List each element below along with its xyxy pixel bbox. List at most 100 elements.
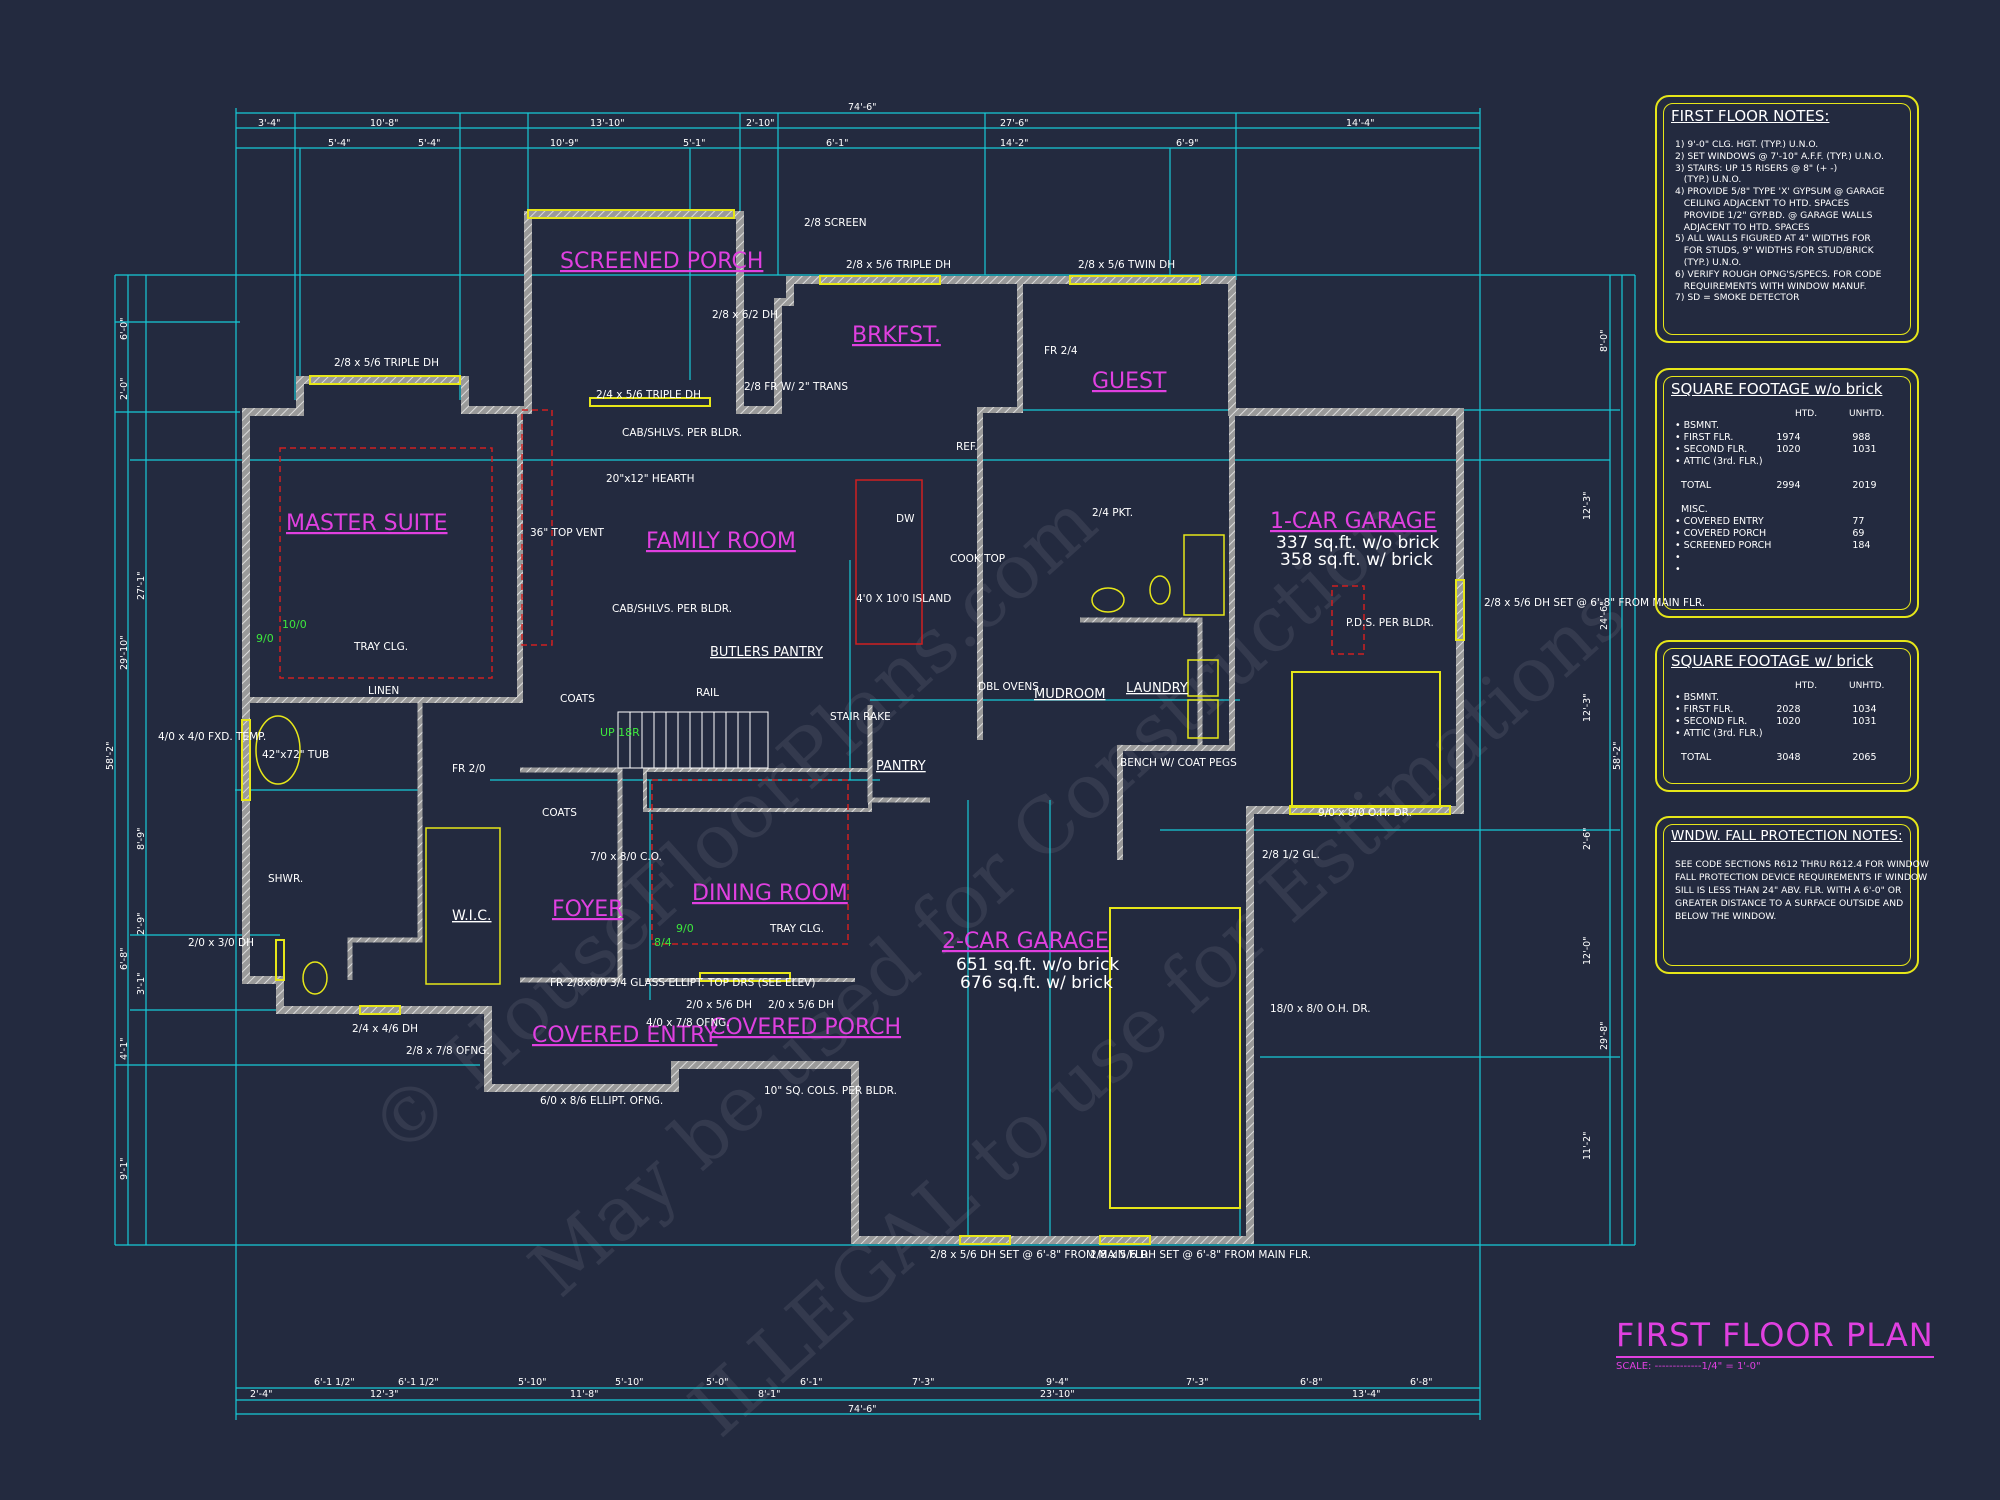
sqft-with-brick-panel: SQUARE FOOTAGE w/ brick HTD. UNHTD. • BSM… xyxy=(1655,640,1919,792)
sqft-row: • xyxy=(1675,564,1903,576)
label-dw: DW xyxy=(896,513,915,525)
label-dh-master-bath: 2/0 x 3/0 DH xyxy=(188,937,254,949)
sqft-cell-htd xyxy=(1776,740,1852,752)
dim-left-3: 27'-1" xyxy=(136,571,147,600)
label-cook-top: COOK TOP xyxy=(950,553,1005,565)
room-wic: W.I.C. xyxy=(452,908,492,924)
label-ref: REF. xyxy=(956,441,978,453)
note-line: 1) 9'-0" CLG. HGT. (TYP.) U.N.O. xyxy=(1675,139,1819,150)
dim-top-3: 13'-10" xyxy=(590,118,625,129)
dim-overall-bottom: 74'-6" xyxy=(848,1404,877,1415)
label-cab-shlvs-2: CAB/SHLVS. PER BLDR. xyxy=(612,603,732,615)
label-fr-trans: 2/8 FR W/ 2" TRANS xyxy=(744,381,848,393)
bath-fixtures xyxy=(255,534,1225,995)
sqft-cell-unhtd: 988 xyxy=(1852,432,1871,443)
room-family-room: FAMILY ROOM xyxy=(646,529,796,554)
label-fxd-temp: 4/0 x 4/0 FXD. TEMP. xyxy=(158,731,266,743)
sqft-cell-htd: 2994 xyxy=(1776,480,1801,491)
dim-bottom-3: 5'-10" xyxy=(518,1377,547,1388)
sqft-cell-htd xyxy=(1776,692,1852,704)
dim-right-2: 12'-3" xyxy=(1582,491,1593,520)
dim-top-1: 3'-4" xyxy=(258,118,281,129)
sqft-row: • COVERED ENTRY 77 xyxy=(1675,516,1903,528)
dim-left-4: 29'-10" xyxy=(119,635,130,670)
panel-inner-border xyxy=(1663,103,1911,335)
note-line: FOR STUDS, 9" WIDTHS FOR STUD/BRICK xyxy=(1675,245,1874,257)
sqft-cell-unhtd xyxy=(1852,740,1903,752)
label-pkt: 2/4 PKT. xyxy=(1092,507,1133,519)
sqft-cell-htd xyxy=(1776,528,1852,540)
room-pantry: PANTRY xyxy=(876,759,926,774)
sqft-cell-label: MISC. xyxy=(1675,504,1708,515)
label-fr-2-0: FR 2/0 xyxy=(452,763,486,775)
sqft-row: • BSMNT. xyxy=(1675,692,1903,704)
dim-bottom-9: 7'-3" xyxy=(1186,1377,1209,1388)
dim-bottom-11: 6'-8" xyxy=(1410,1377,1433,1388)
sqft-cell-unhtd xyxy=(1852,728,1903,740)
sqft-cell-label: • COVERED ENTRY xyxy=(1675,516,1764,527)
sqft-cell-label: • SECOND FLR. xyxy=(1675,444,1748,455)
label-dh-bottom-2: 2/8 x 5/6 DH SET @ 6'-8" FROM MAIN FLR. xyxy=(1090,1249,1311,1261)
sqft-cell-htd xyxy=(1776,420,1852,432)
col-htd: HTD. xyxy=(1795,681,1818,691)
panel-inner-border xyxy=(1663,824,1911,966)
label-co-dining: 7/0 x 8/0 C.O. xyxy=(590,851,662,863)
sqft-row: • ATTIC (3rd. FLR.) xyxy=(1675,456,1903,468)
sqft-without-brick-title: SQUARE FOOTAGE w/o brick xyxy=(1671,380,1883,398)
dim-bottom2-1: 2'-4" xyxy=(250,1389,273,1400)
sqft-cell-unhtd: 184 xyxy=(1852,540,1871,551)
sqft-cell-unhtd xyxy=(1852,692,1903,704)
room-covered-entry: COVERED ENTRY xyxy=(532,1023,718,1048)
one-car-garage-area-2: 358 sq.ft. w/ brick xyxy=(1280,550,1433,570)
label-coats-1: COATS xyxy=(560,693,595,705)
label-sd-9: 9/0 xyxy=(256,632,274,645)
dim-right-1: 8'-0" xyxy=(1599,330,1610,353)
windows xyxy=(241,209,1465,1245)
label-fr-2-4: FR 2/4 xyxy=(1044,345,1078,357)
sqft-row xyxy=(1675,740,1903,752)
sqft-cell-unhtd xyxy=(1852,504,1903,516)
label-cab-shlvs-1: CAB/SHLVS. PER BLDR. xyxy=(622,427,742,439)
sqft-cell-htd xyxy=(1776,540,1852,552)
label-oh-dr-2: 18/0 x 8/0 O.H. DR. xyxy=(1270,1003,1371,1015)
dim-bottom-10: 6'-8" xyxy=(1300,1377,1323,1388)
sqft-cell-htd xyxy=(1776,504,1852,516)
label-triple-dh-top: 2/8 x 5/6 TRIPLE DH xyxy=(846,259,951,271)
label-stair-rake: STAIR RAKE xyxy=(830,711,891,723)
label-island: 4'0 X 10'0 ISLAND xyxy=(856,593,951,605)
dim-top2-1: 5'-4" xyxy=(328,138,351,149)
sqft-cell-htd xyxy=(1776,468,1852,480)
note-line: 2) SET WINDOWS @ 7'-10" A.F.F. (TYP.) U.… xyxy=(1675,150,1884,162)
sqft-cell-unhtd xyxy=(1852,552,1903,564)
label-triple-dh-porch: 2/4 x 5/6 TRIPLE DH xyxy=(596,389,701,401)
fall-note-line: SILL IS LESS THAN 24" ABV. FLR. WITH A 6… xyxy=(1675,885,1902,896)
sqft-cell-unhtd: 77 xyxy=(1852,516,1865,527)
one-car-garage-area-1: 337 sq.ft. w/o brick xyxy=(1276,533,1439,553)
sqft-cell-label: • ATTIC (3rd. FLR.) xyxy=(1675,456,1763,467)
sqft-cell-label: • xyxy=(1675,564,1681,575)
first-floor-notes-title: FIRST FLOOR NOTES: xyxy=(1671,107,1830,125)
dim-bottom-2: 6'-1 1/2" xyxy=(398,1377,439,1388)
fall-note-line: BELOW THE WINDOW. xyxy=(1675,911,1777,922)
note-line: PROVIDE 1/2" GYP.BD. @ GARAGE WALLS xyxy=(1675,209,1873,221)
dim-right-6: 12'-0" xyxy=(1582,936,1593,965)
fall-note-line: SEE CODE SECTIONS R612 THRU R612.4 FOR W… xyxy=(1675,859,1929,870)
dim-top-5: 27'-6" xyxy=(1000,118,1029,129)
col-unhtd: UNHTD. xyxy=(1849,681,1885,691)
note-line: ADJACENT TO HTD. SPACES xyxy=(1675,221,1810,233)
sqft-with-brick-title: SQUARE FOOTAGE w/ brick xyxy=(1671,652,1874,670)
sqft-cell-unhtd: 2065 xyxy=(1852,752,1877,763)
label-rail: RAIL xyxy=(696,687,719,699)
sqft-cell-htd: 2028 xyxy=(1776,704,1801,715)
dim-top2-5: 6'-1" xyxy=(826,138,849,149)
dim-top-6: 14'-4" xyxy=(1346,118,1375,129)
sqft-cell-htd: 3048 xyxy=(1776,752,1801,763)
dim-left-9: 4'-1" xyxy=(119,1038,130,1061)
